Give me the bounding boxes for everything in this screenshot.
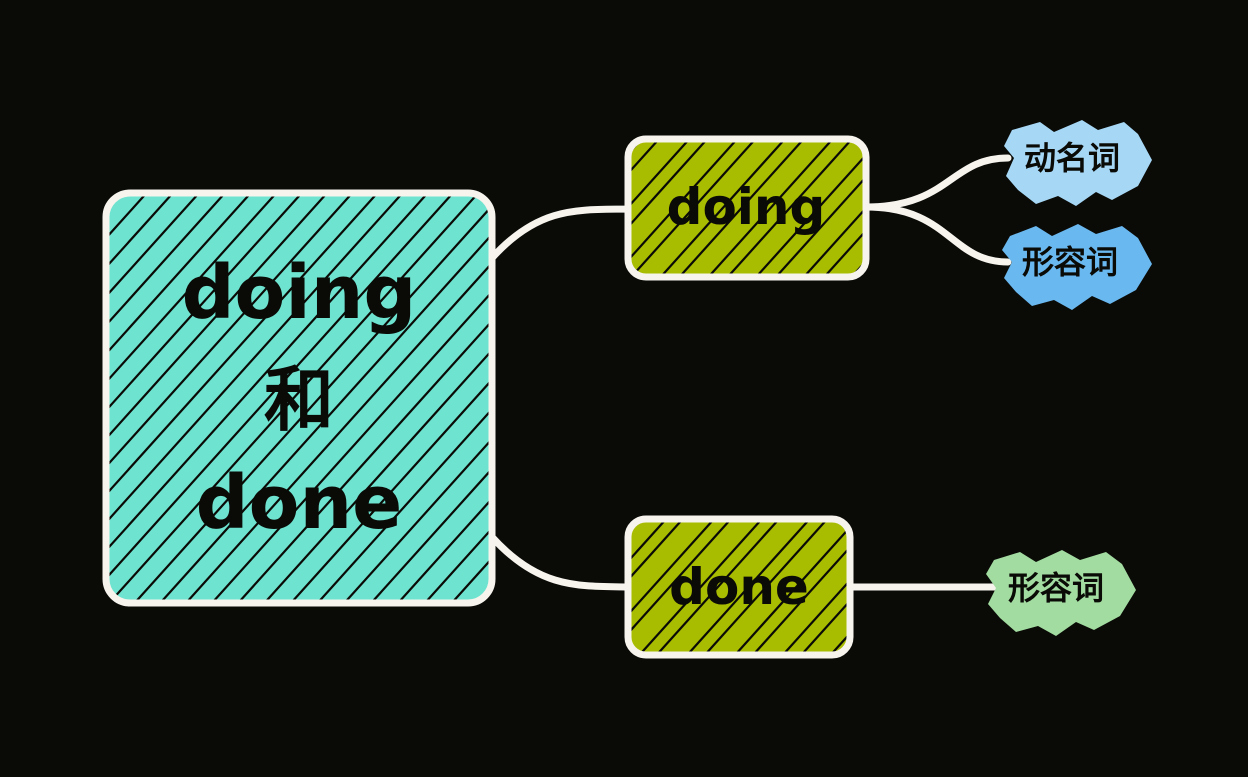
leaf-node-doing-adjective[interactable]: 形容词 <box>1002 224 1152 310</box>
hatch-stroke <box>686 519 811 655</box>
hatch-stroke <box>423 193 492 603</box>
branch-node-done[interactable]: done <box>496 515 953 659</box>
branch-doing-hatching <box>628 139 866 277</box>
hatch-stroke <box>628 139 691 277</box>
hatch-stroke <box>133 193 492 603</box>
hatch-stroke <box>106 193 404 603</box>
leaf-doing-gerund-shape <box>1004 120 1152 206</box>
connector-doing-adjective <box>862 203 1012 266</box>
hatch-stroke <box>630 139 757 277</box>
branch-node-doing[interactable]: doing <box>487 135 976 281</box>
root-hatching <box>0 193 492 603</box>
leaf-node-doing-gerund[interactable]: 动名词 <box>1004 120 1152 206</box>
root-line-2: 和 <box>264 359 334 441</box>
leaf-node-done-adjective[interactable]: 形容词 <box>986 550 1136 636</box>
root-node[interactable]: doing 和 done <box>0 189 848 607</box>
hatch-stroke <box>823 139 866 277</box>
hatch-stroke <box>289 193 492 603</box>
hatch-stroke <box>800 519 850 655</box>
hatch-stroke <box>755 139 866 277</box>
hatch-stroke <box>0 193 67 603</box>
hatch-stroke <box>733 519 850 655</box>
hatch-stroke <box>106 193 454 603</box>
hatch-stroke <box>628 139 709 277</box>
connector-root-doing <box>488 205 634 262</box>
leaf-doing-gerund-label: 动名词 <box>1024 139 1120 177</box>
leaf-done-adjective-shape <box>986 550 1136 636</box>
hatch-stroke <box>628 519 668 655</box>
hatch-stroke <box>106 193 201 603</box>
hatch-stroke <box>659 139 786 277</box>
hatch-stroke <box>106 193 252 603</box>
hatch-stroke <box>106 193 329 603</box>
connectors <box>488 154 1012 591</box>
hatch-stroke <box>106 193 429 603</box>
root-line-1: doing <box>182 250 417 336</box>
root-node-outline <box>102 189 496 607</box>
branch-node-done-outline <box>624 515 854 659</box>
branch-node-done-label: done <box>669 558 809 616</box>
hatch-stroke <box>237 193 492 603</box>
hatch-stroke <box>108 193 480 603</box>
hatch-stroke <box>628 139 739 277</box>
hatch-stroke <box>638 519 763 655</box>
hatch-stroke <box>628 519 716 655</box>
hatch-stroke <box>370 193 492 603</box>
hatch-stroke <box>106 193 174 603</box>
hatch-stroke <box>343 193 492 603</box>
hatch-stroke <box>184 193 492 603</box>
hatch-stroke <box>106 193 303 603</box>
leaf-done-adjective-label: 形容词 <box>1008 569 1104 607</box>
connector-root-done <box>488 533 634 591</box>
hatch-stroke <box>263 193 492 603</box>
hatch-stroke <box>726 139 854 277</box>
hatch-stroke <box>106 193 354 603</box>
hatch-stroke <box>106 193 122 603</box>
hatch-stroke <box>106 193 379 603</box>
hatch-stroke <box>106 193 278 603</box>
hatch-stroke <box>655 519 781 655</box>
hatch-stroke <box>210 193 492 603</box>
hatch-stroke <box>0 193 93 603</box>
hatch-stroke <box>159 193 492 603</box>
hatch-stroke <box>397 193 492 603</box>
branch-node-doing-label: doing <box>667 178 826 236</box>
hatch-stroke <box>678 139 805 277</box>
branch-done-hatching <box>628 519 850 655</box>
hatch-stroke <box>628 519 684 655</box>
hatch-stroke <box>628 139 661 277</box>
hatch-stroke <box>774 139 866 277</box>
hatch-stroke <box>316 193 492 603</box>
branch-node-doing-outline <box>624 135 870 281</box>
leaf-doing-adjective-label: 形容词 <box>1022 243 1118 281</box>
hatch-stroke <box>106 193 227 603</box>
hatch-stroke <box>751 519 850 655</box>
leaf-doing-adjective-shape <box>1002 224 1152 310</box>
hatch-stroke <box>781 519 850 655</box>
connector-doing-gerund <box>862 154 1012 211</box>
hatch-stroke <box>707 139 834 277</box>
root-line-3: done <box>196 460 403 546</box>
hatch-stroke <box>703 519 829 655</box>
